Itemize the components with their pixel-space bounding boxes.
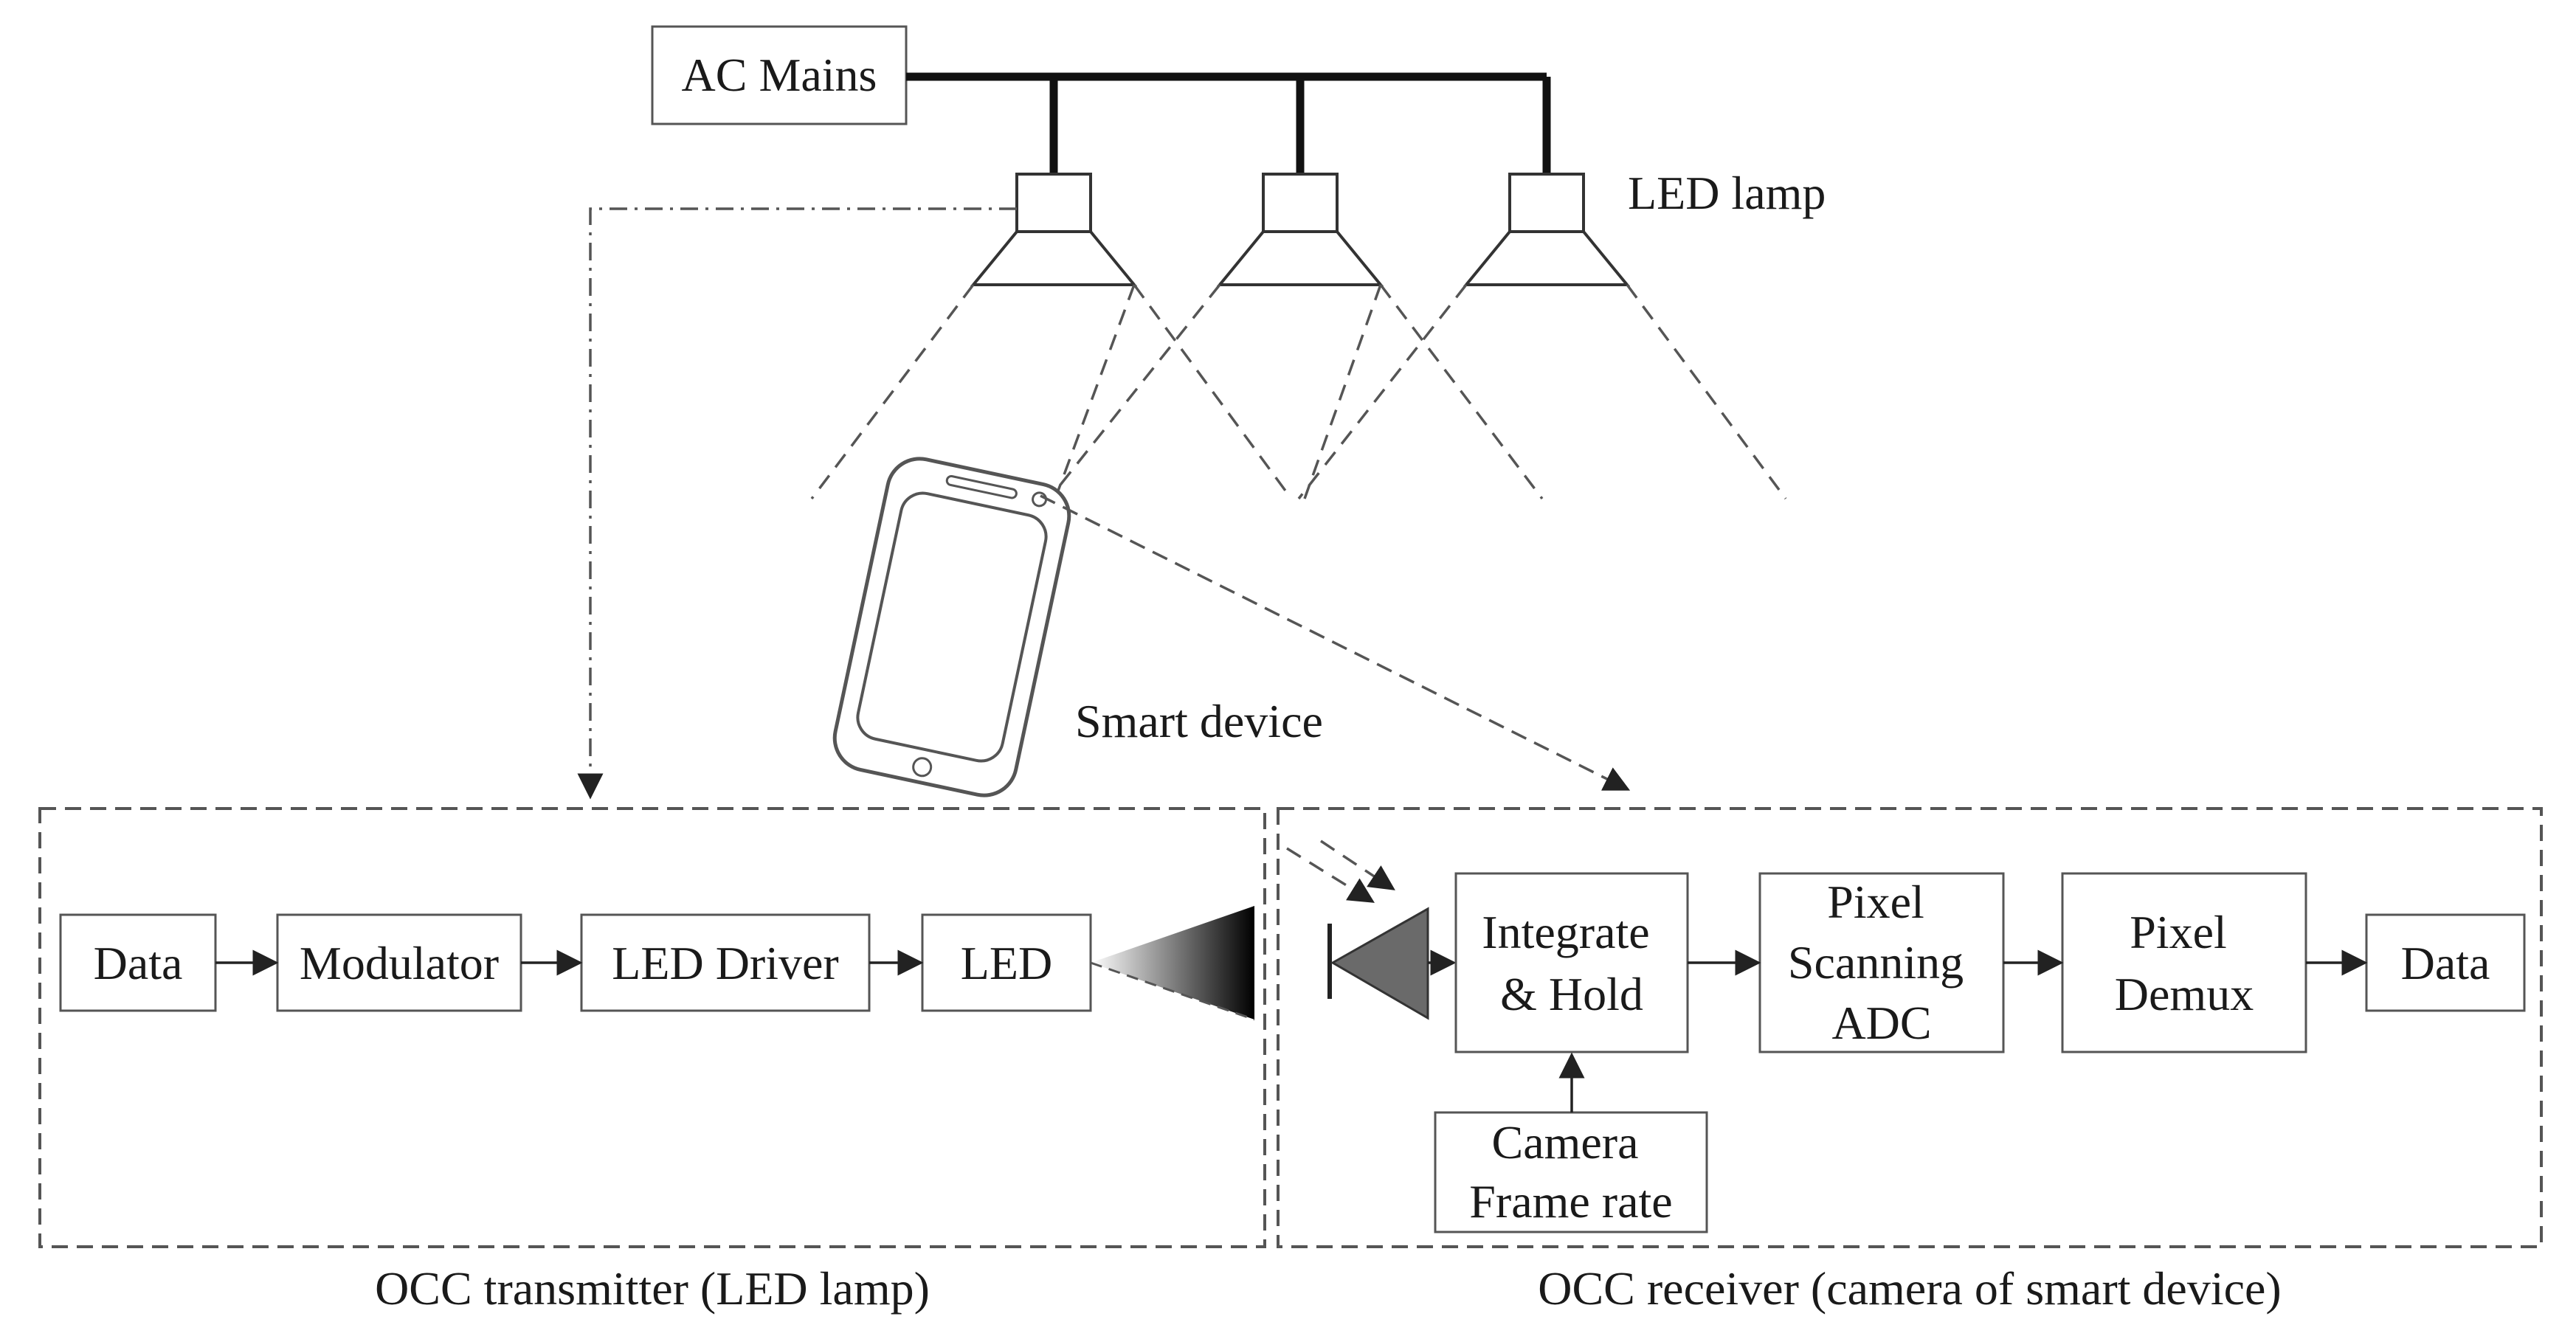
led-driver-label: LED Driver: [612, 937, 838, 989]
led-cone-edge: [1090, 961, 1255, 1021]
power-wiring: [906, 72, 1551, 174]
camera-frame-rate-label: Camera Frame rate: [1469, 1116, 1672, 1228]
incoming-light-1: [1286, 847, 1375, 903]
tx-data-label: Data: [94, 937, 183, 989]
smart-device-label: Smart device: [1075, 695, 1323, 747]
pixel-scanning-adc-label: Pixel Scanning ADC: [1788, 876, 1975, 1049]
transmitter-link-line: [577, 207, 1017, 800]
led-block: [921, 913, 1092, 1012]
integrate-hold-label: Integrate & Hold: [1482, 906, 1661, 1020]
incoming-light-2: [1320, 840, 1395, 890]
receiver-link-line: [1040, 494, 1631, 791]
pixel-scanning-adc-block: [1758, 872, 2005, 1053]
light-cones: [810, 283, 1787, 500]
ac-mains-label: AC Mains: [682, 49, 877, 101]
transmitter-panel: OCC transmitter (LED lamp) Data Modulato…: [38, 807, 1266, 1315]
integrate-hold-block: [1454, 872, 1689, 1053]
pixel-demux-block: [2061, 872, 2307, 1053]
pixel-demux-label: Pixel Demux: [2115, 906, 2254, 1020]
camera-frame-rate-block: [1434, 1111, 1708, 1233]
tx-data-block: [59, 913, 217, 1012]
receiver-panel: OCC receiver (camera of smart device) In…: [1277, 807, 2543, 1315]
led-lamp-1: [970, 173, 1138, 286]
smart-device-icon: [832, 457, 1071, 797]
receiver-caption: OCC receiver (camera of smart device): [1538, 1262, 2281, 1315]
rx-data-label: Data: [2401, 937, 2490, 989]
transmitter-caption: OCC transmitter (LED lamp): [375, 1262, 930, 1315]
ac-mains-block: AC Mains: [651, 25, 908, 125]
led-lamp-label: LED lamp: [1628, 167, 1826, 219]
led-label: LED: [961, 937, 1052, 989]
photodiode-icon: [1327, 907, 1457, 1020]
led-lamp-2: [1216, 173, 1384, 286]
led-emission-cone: [1091, 906, 1254, 1020]
led-lamp-3: [1463, 173, 1631, 286]
modulator-label: Modulator: [300, 937, 499, 989]
